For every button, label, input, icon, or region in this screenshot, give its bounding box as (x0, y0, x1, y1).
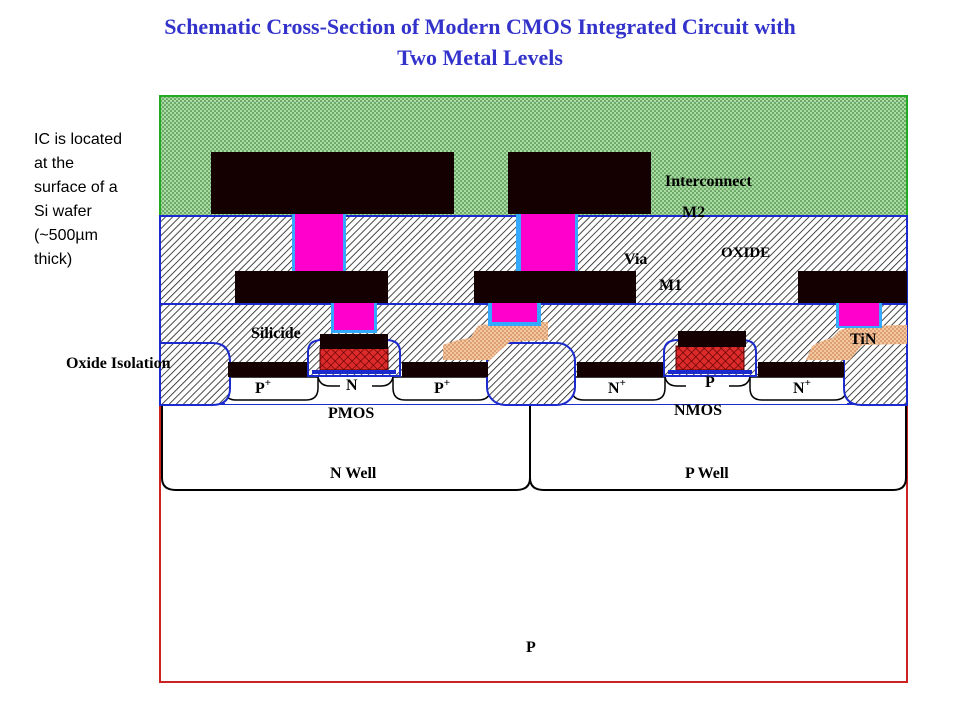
m2-label: M2 (682, 204, 705, 221)
wafer-note-line: at the (34, 155, 75, 172)
m1-label: M1 (659, 277, 682, 294)
pmos-gate-oxide (312, 370, 396, 374)
wafer-note: IC is located at the surface of a Si waf… (34, 128, 154, 272)
contact-plug-left-core (334, 298, 374, 330)
nmos-gate-silicide (678, 331, 746, 347)
wafer-note-line: IC is located (34, 131, 123, 148)
oxide-isolation-label: Oxide Isolation (66, 355, 171, 372)
n-well-label: N Well (330, 465, 377, 482)
silicide-label: Silicide (251, 325, 301, 342)
tin-local-interconnect-middle (443, 322, 548, 360)
tin-local-interconnect-right (806, 325, 907, 360)
pmos-channel-label: N (346, 377, 358, 394)
nmos-source-label: N+ (608, 377, 626, 397)
nmos-label: NMOS (674, 402, 722, 419)
p-well-label: P Well (685, 465, 729, 482)
page-title-line-1: Schematic Cross-Section of Modern CMOS I… (164, 14, 796, 39)
metal1-line-middle (474, 271, 636, 303)
page-title-line-2: Two Metal Levels (397, 45, 563, 70)
silicide-pmos-drain (402, 362, 488, 377)
pmos-source-label: P+ (255, 377, 271, 397)
metal2-line-right (508, 152, 651, 214)
nmos-drain-label: N+ (793, 377, 811, 397)
silicide-pmos-source (228, 362, 308, 377)
via-left-core (295, 214, 343, 271)
wafer-note-line: (~500µm (34, 227, 98, 244)
oxide-label: OXIDE (721, 245, 770, 261)
field-oxide-left (159, 342, 231, 406)
n-well (161, 405, 531, 491)
p-substrate-label: P (526, 639, 536, 656)
field-oxide-middle (486, 342, 576, 406)
nmos-gate-oxide (668, 370, 752, 374)
tin-label: TiN (850, 331, 877, 348)
silicide-nmos-drain (758, 362, 844, 377)
wafer-note-line: Si wafer (34, 203, 92, 220)
pmos-gate-poly (319, 347, 389, 371)
wafer-note-line: surface of a (34, 179, 118, 196)
nmos-ldd-left (664, 376, 686, 387)
metal1-line-right (798, 271, 907, 303)
wafer-note-line: thick) (34, 251, 73, 268)
via-right-core (521, 214, 575, 271)
metal1-line-left (235, 271, 388, 303)
silicide-nmos-source (577, 362, 663, 377)
interconnect-label: Interconnect (665, 173, 752, 190)
nmos-gate-poly (675, 345, 745, 371)
pmos-ldd-left (317, 376, 340, 387)
pmos-label: PMOS (328, 405, 374, 422)
nmos-channel-label: P (705, 374, 715, 391)
pmos-source-diffusion (224, 376, 319, 401)
via-label: Via (624, 251, 647, 268)
p-well (529, 405, 907, 491)
pmos-ldd-right (372, 376, 394, 387)
pmos-drain-label: P+ (434, 377, 450, 397)
nmos-ldd-right (729, 376, 751, 387)
pmos-gate-silicide (320, 334, 388, 349)
metal2-line-left (211, 152, 454, 214)
